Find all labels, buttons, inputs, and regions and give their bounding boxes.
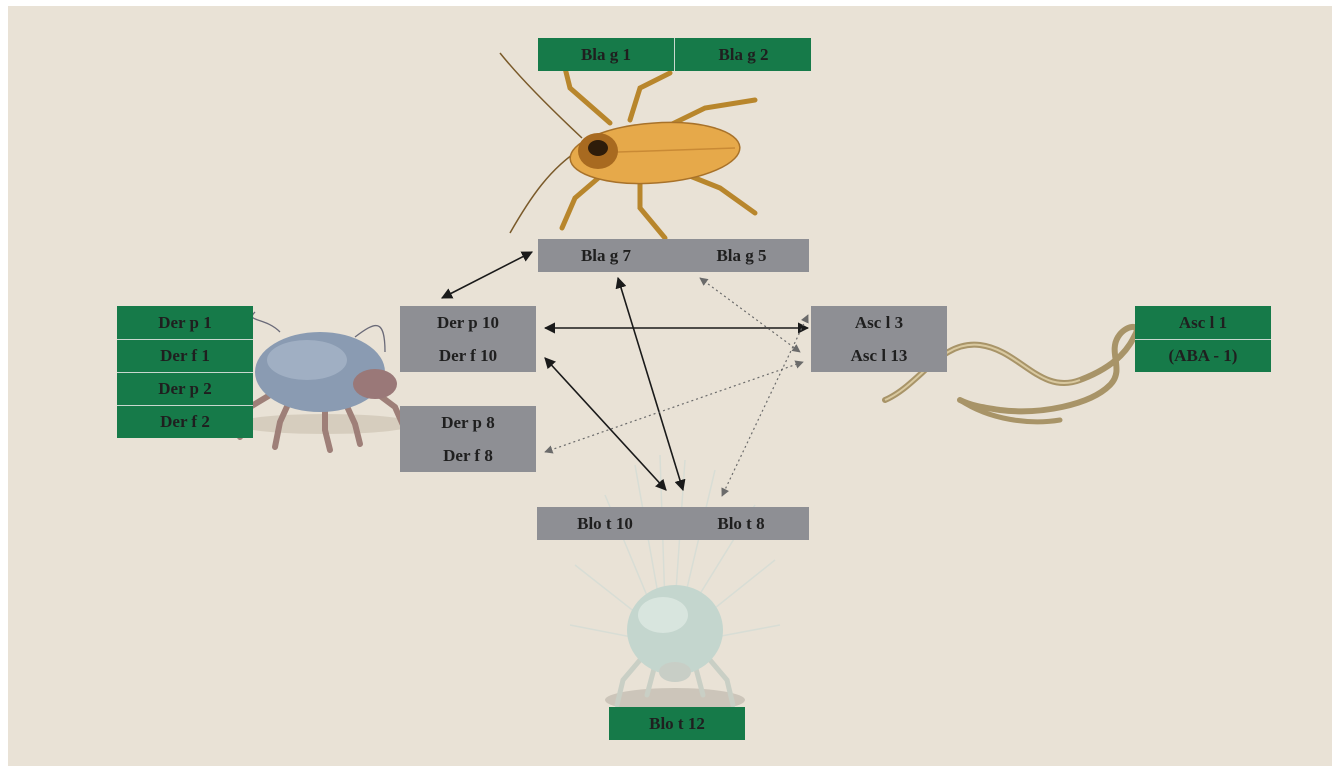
allergen-der-f-10: Der f 10 — [400, 339, 536, 372]
allergen-der-p-10: Der p 10 — [400, 306, 536, 339]
allergen-der-f-1: Der f 1 — [117, 339, 253, 372]
allergen-asc-l-13: Asc l 13 — [811, 339, 947, 372]
arrow-blag7-blot8 — [618, 278, 683, 490]
allergen-der-p-1: Der p 1 — [117, 306, 253, 339]
dotted-arrow-ascl3-blot8 — [722, 315, 808, 496]
arrow-der10-blag7 — [442, 252, 532, 298]
allergen-der-f-8: Der f 8 — [400, 439, 536, 472]
allergen-blo-t-10: Blo t 10 — [537, 507, 673, 540]
allergen-asc-l-1: Asc l 1 — [1135, 306, 1271, 339]
allergen-blo-t-12: Blo t 12 — [609, 707, 745, 740]
dotted-arrow-blag5-ascl13 — [700, 278, 800, 352]
allergen-bla-g-2: Bla g 2 — [674, 38, 812, 71]
allergen-aba-1: (ABA - 1) — [1135, 339, 1271, 372]
allergen-der-p-8: Der p 8 — [400, 406, 536, 439]
cockroach-specific-allergens: Bla g 1 Bla g 2 — [538, 38, 811, 71]
storage-mite-cross-reactive-allergens: Blo t 10 Blo t 8 — [537, 507, 809, 540]
allergen-der-f-2: Der f 2 — [117, 405, 253, 438]
allergen-blo-t-8: Blo t 8 — [673, 507, 809, 540]
allergen-bla-g-7: Bla g 7 — [538, 239, 674, 272]
allergen-asc-l-3: Asc l 3 — [811, 306, 947, 339]
allergen-der-p-2: Der p 2 — [117, 372, 253, 405]
cockroach-cross-reactive-allergens: Bla g 7 Bla g 5 — [538, 239, 809, 272]
allergen-bla-g-5: Bla g 5 — [674, 239, 809, 272]
allergen-bla-g-1: Bla g 1 — [538, 38, 674, 71]
